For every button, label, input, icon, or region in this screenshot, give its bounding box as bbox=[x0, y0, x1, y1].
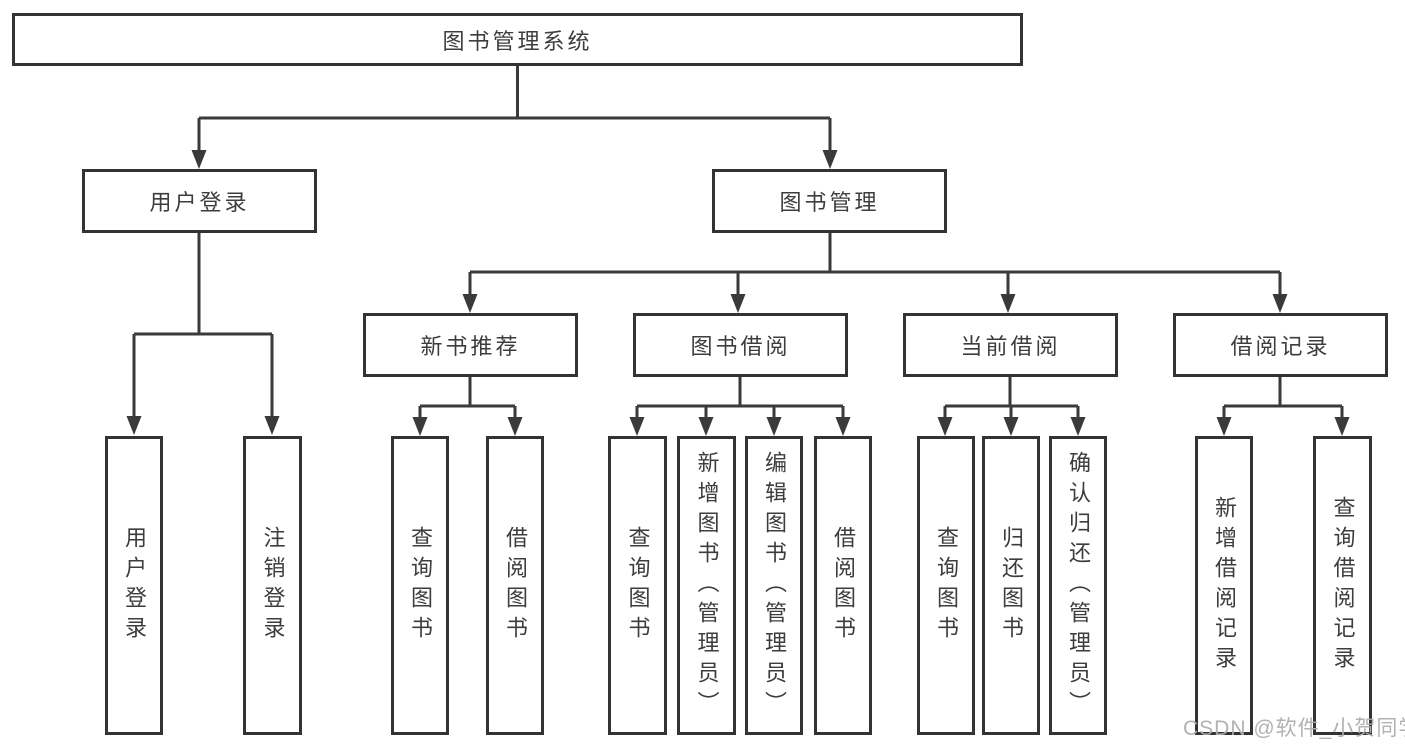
connector-root-to-level2 bbox=[197, 66, 832, 155]
leaf-logout: 注销登录 bbox=[243, 436, 302, 735]
connector-book-management-to-level3 bbox=[468, 233, 1282, 300]
watermark-text: CSDN @软件_小贺同学 bbox=[1183, 717, 1405, 740]
connector-borrow-records-to-leaves bbox=[1222, 377, 1344, 423]
leaf-records-query-borrow-record: 查询借阅记录 bbox=[1313, 436, 1372, 735]
leaf-current-confirm-return-admin: 确认归还（管理员） bbox=[1049, 436, 1107, 735]
leaf-records-add-borrow-record: 新增借阅记录 bbox=[1195, 436, 1253, 735]
leaf-newbooks-borrow-books: 借阅图书 bbox=[486, 436, 544, 735]
leaf-current-query-books: 查询图书 bbox=[917, 436, 975, 735]
leaf-borrowing-add-books-admin: 新增图书（管理员） bbox=[677, 436, 736, 735]
leaf-borrowing-borrow-books: 借阅图书 bbox=[814, 436, 872, 735]
leaf-current-return-books: 归还图书 bbox=[982, 436, 1040, 735]
leaf-newbooks-query-books: 查询图书 bbox=[391, 436, 449, 735]
connector-current-borrowing-to-leaves bbox=[943, 377, 1080, 423]
connector-book-borrowing-to-leaves bbox=[635, 377, 845, 423]
node-borrow-records: 借阅记录 bbox=[1173, 313, 1388, 377]
node-current-borrowing: 当前借阅 bbox=[903, 313, 1118, 377]
connector-new-book-recommend-to-leaves bbox=[418, 377, 517, 423]
node-user-login: 用户登录 bbox=[82, 169, 317, 233]
node-root: 图书管理系统 bbox=[12, 13, 1023, 66]
node-book-management: 图书管理 bbox=[712, 169, 947, 233]
node-new-book-recommend: 新书推荐 bbox=[363, 313, 578, 377]
node-book-borrowing: 图书借阅 bbox=[633, 313, 848, 377]
leaf-user-login: 用户登录 bbox=[105, 436, 163, 735]
leaf-borrowing-query-books: 查询图书 bbox=[608, 436, 667, 735]
leaf-borrowing-edit-books-admin: 编辑图书（管理员） bbox=[745, 436, 803, 735]
connector-user-login-to-leaves bbox=[132, 233, 274, 422]
